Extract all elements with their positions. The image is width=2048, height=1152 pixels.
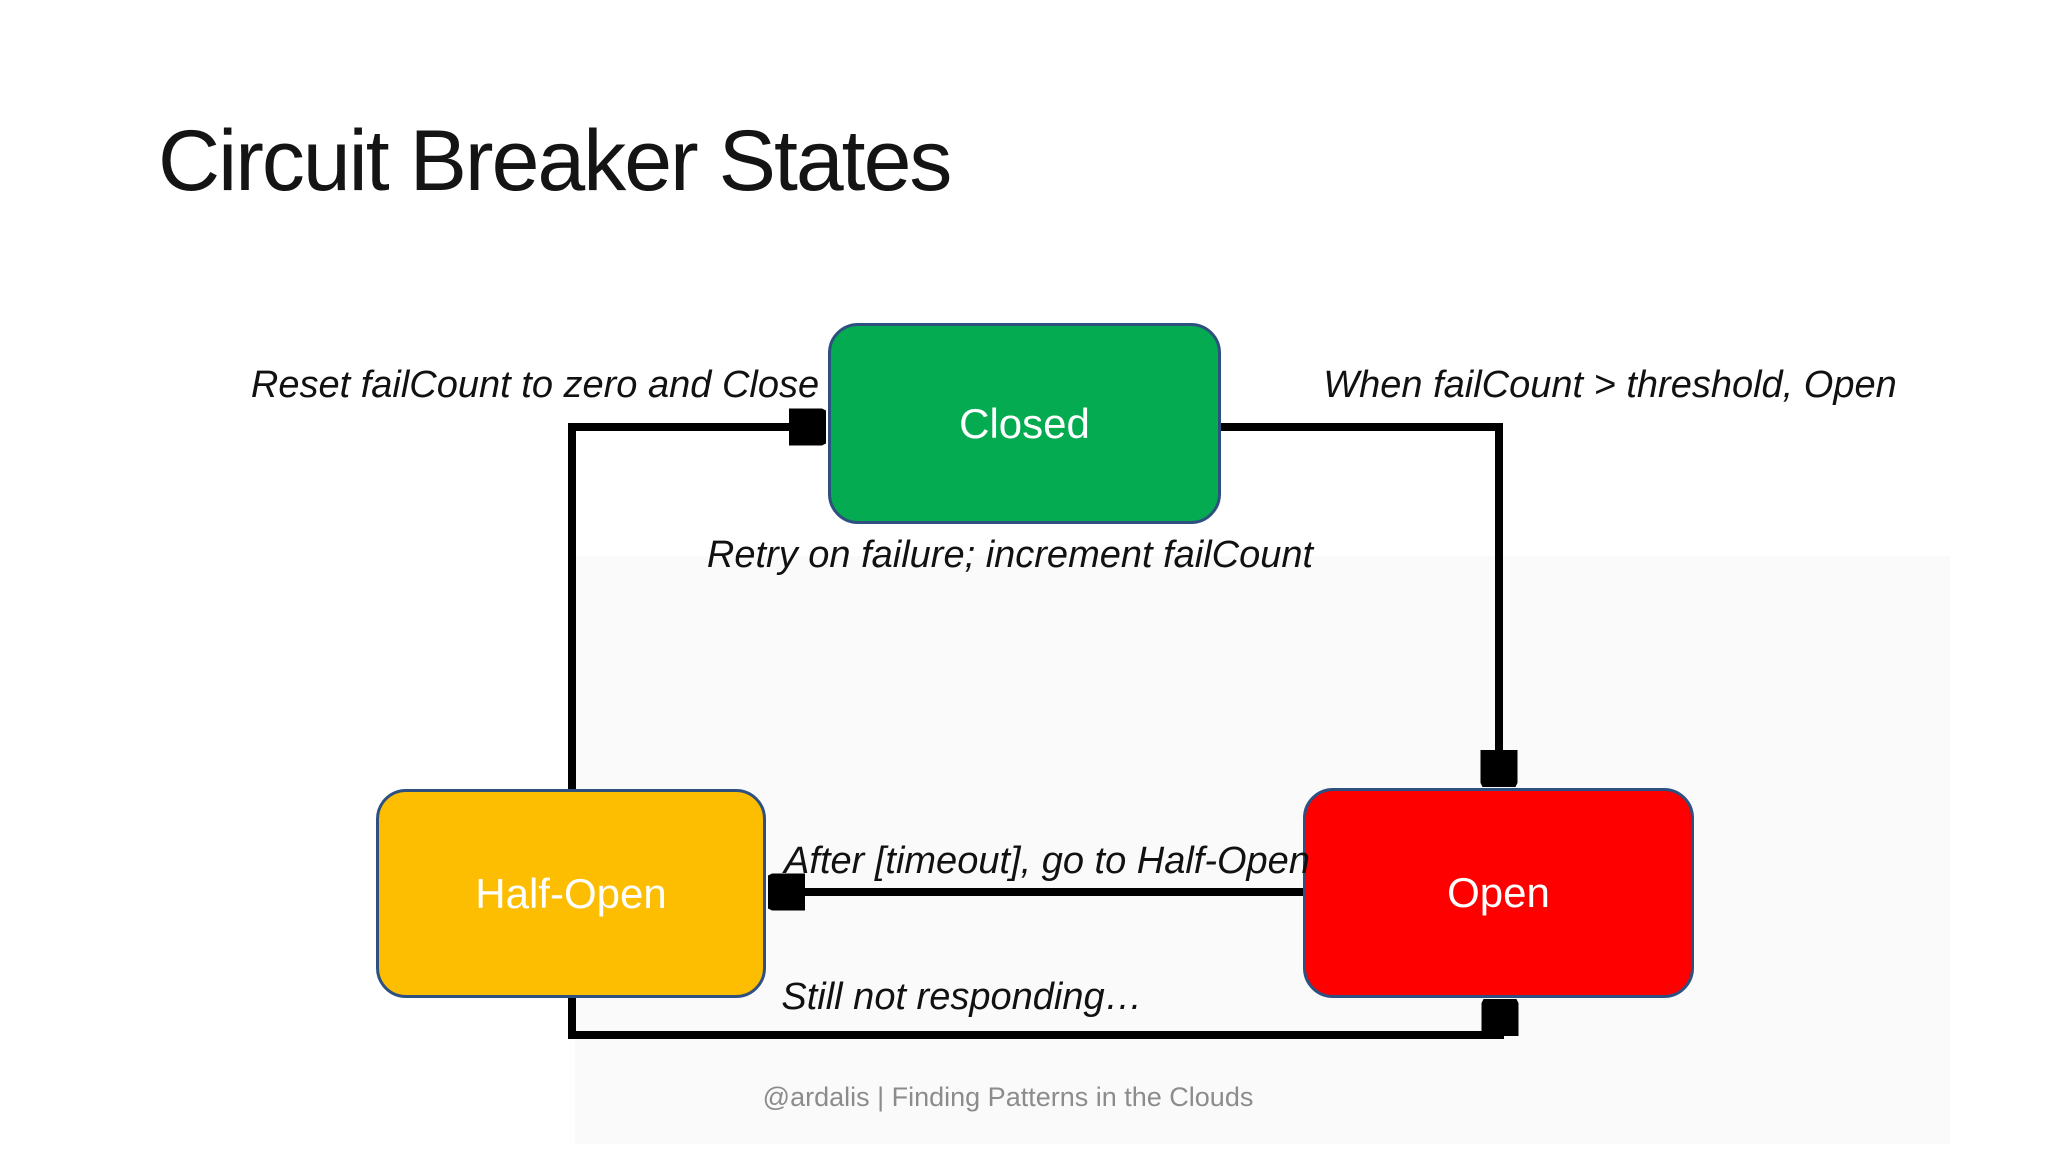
transition-label-no-response: Still not responding… <box>781 976 1143 1018</box>
state-half-open-label: Half-Open <box>475 869 667 917</box>
connector-half-open-to-open <box>568 995 1500 1039</box>
connector-half-open-to-closed <box>568 427 826 792</box>
state-open: Open <box>1303 788 1694 998</box>
transition-label-threshold: When failCount > threshold, Open <box>1323 364 1897 406</box>
state-closed: Closed <box>828 323 1221 524</box>
state-closed-label: Closed <box>959 399 1090 447</box>
slide-title: Circuit Breaker States <box>158 113 952 209</box>
slide-footer: @ardalis | Finding Patterns in the Cloud… <box>762 1082 1254 1112</box>
connector-closed-to-open <box>1219 423 1499 787</box>
transition-label-timeout: After [timeout], go to Half-Open <box>784 840 1310 882</box>
state-open-label: Open <box>1447 869 1550 916</box>
transition-label-retry: Retry on failure; increment failCount <box>706 534 1314 576</box>
state-half-open: Half-Open <box>376 789 766 998</box>
transition-label-reset: Reset failCount to zero and Close <box>250 364 820 406</box>
